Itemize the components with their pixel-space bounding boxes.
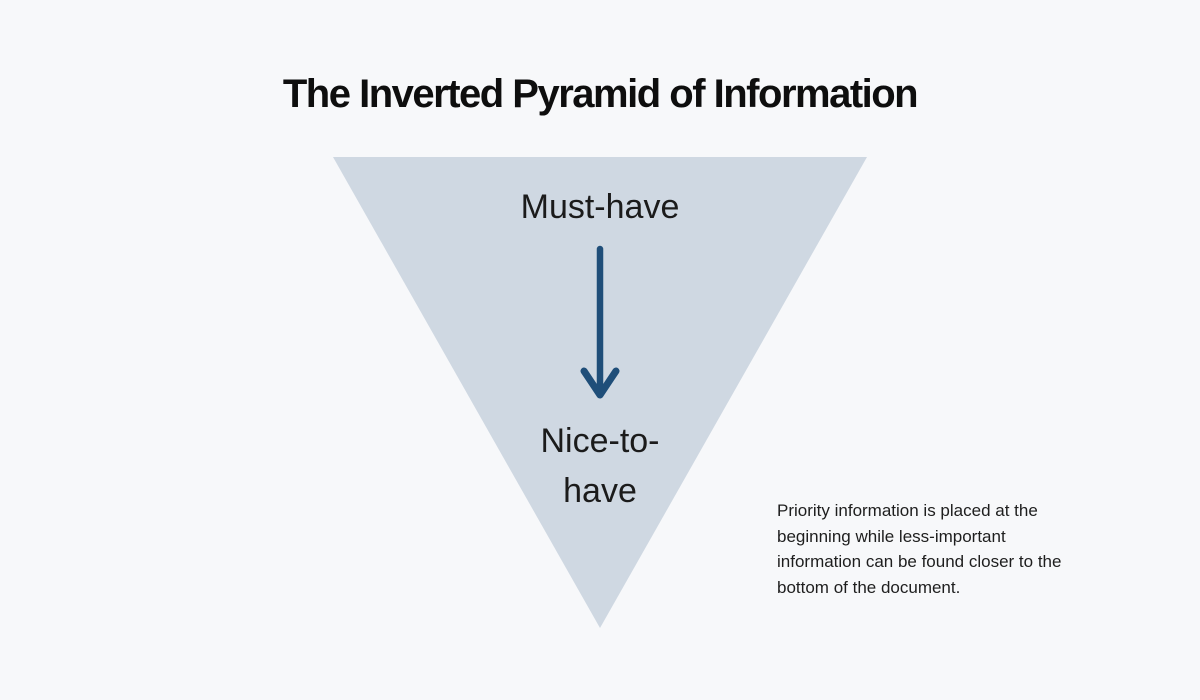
page-title: The Inverted Pyramid of Information: [282, 72, 919, 116]
down-arrow-icon: [570, 245, 630, 405]
pyramid-bottom-label: Nice-to-have: [540, 422, 660, 510]
pyramid-top-label: Must-have: [520, 188, 680, 226]
annotation-text: Priority information is placed at the be…: [777, 501, 1062, 597]
